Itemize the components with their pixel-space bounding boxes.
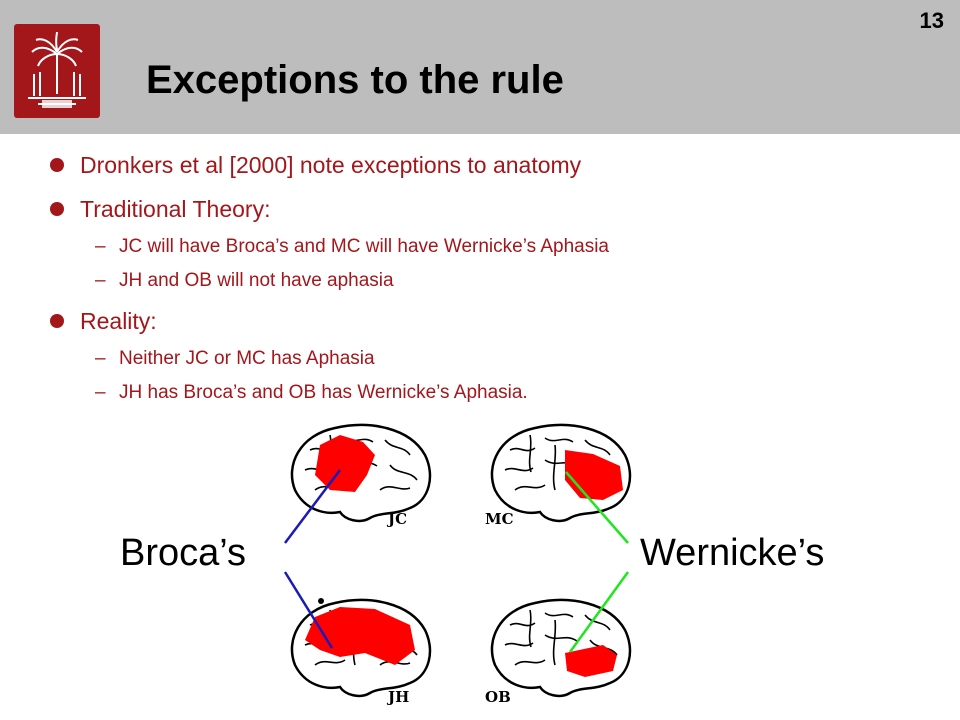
brain-label-mc: MC <box>485 510 514 528</box>
header-bar <box>0 0 960 134</box>
sub-bullet-item: –JC will have Broca’s and MC will have W… <box>95 236 609 258</box>
wernicke-connector-line-top <box>565 471 629 544</box>
lesion-area <box>315 435 375 492</box>
sub-bullet-item: –Neither JC or MC has Aphasia <box>95 348 375 370</box>
sub-bullet-text: JC will have Broca’s and MC will have We… <box>119 236 609 257</box>
dash-marker: – <box>95 270 106 291</box>
bullet-item: Traditional Theory: <box>50 196 271 223</box>
brain-jc <box>290 423 432 523</box>
dash-marker: – <box>95 236 106 257</box>
sub-bullet-text: Neither JC or MC has Aphasia <box>119 348 375 369</box>
wernicke-connector-line-bottom <box>568 571 630 653</box>
bullet-text: Dronkers et al [2000] note exceptions to… <box>80 152 582 178</box>
brocas-label: Broca’s <box>120 532 247 574</box>
sub-bullet-text: JH and OB will not have aphasia <box>119 270 394 291</box>
sub-bullet-text: JH has Broca’s and OB has Wernicke’s Aph… <box>119 382 528 403</box>
brain-ob <box>490 598 632 698</box>
dash-marker: – <box>95 382 106 403</box>
lesion-area <box>565 645 617 677</box>
bullet-text: Traditional Theory: <box>80 196 271 222</box>
dash-marker: – <box>95 348 106 369</box>
palmetto-tree-icon <box>28 31 86 108</box>
bullet-text: Reality: <box>80 308 157 334</box>
broca-connector-line-bottom <box>283 571 334 649</box>
bullet-dot-icon <box>50 158 64 172</box>
bullet-dot-icon <box>50 202 64 216</box>
brain-jh <box>290 598 432 698</box>
slide-number: 13 <box>919 8 944 33</box>
brain-label-ob: OB <box>485 688 511 706</box>
slide-title: Exceptions to the rule <box>146 58 564 102</box>
bullet-item: Reality: <box>50 308 157 335</box>
bullet-item: Dronkers et al [2000] note exceptions to… <box>50 152 582 179</box>
broca-connector-line-top <box>284 469 341 544</box>
sub-bullet-item: –JH and OB will not have aphasia <box>95 270 394 292</box>
university-logo <box>14 24 100 118</box>
brain-label-jh: JH <box>388 688 410 706</box>
brain-label-jc: JC <box>388 510 408 528</box>
wernickes-label: Wernicke’s <box>640 532 825 574</box>
bullet-dot-icon <box>50 314 64 328</box>
brain-mc <box>490 423 632 523</box>
lesion-area <box>305 607 415 665</box>
sub-bullet-item: –JH has Broca’s and OB has Wernicke’s Ap… <box>95 382 528 404</box>
